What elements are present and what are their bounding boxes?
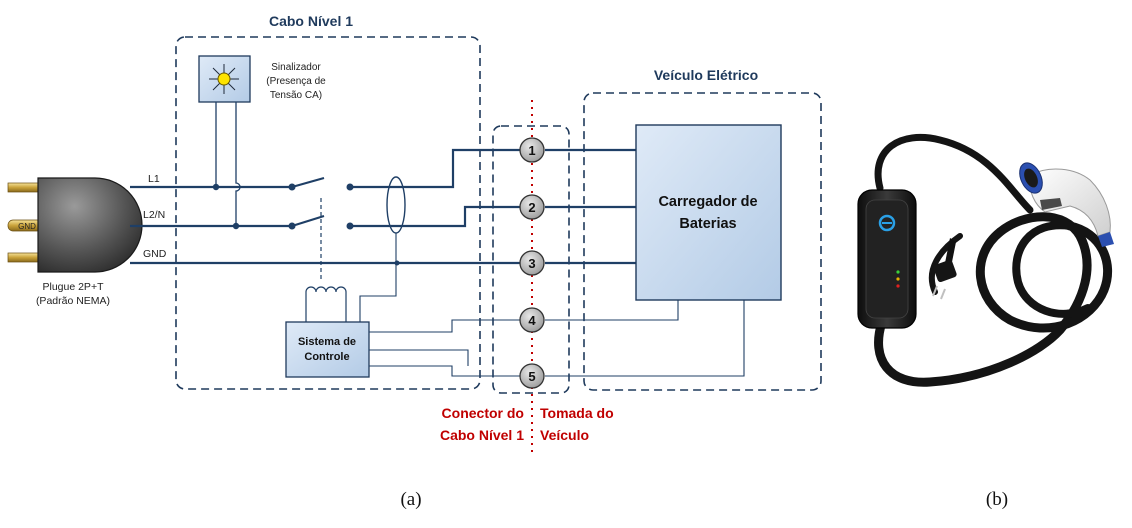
svg-text:2: 2 [528,200,535,215]
current-sensor [386,176,406,234]
plug-label-2: (Padrão NEMA) [36,295,110,307]
svg-text:5: 5 [528,369,535,384]
line-label-gnd: GND [143,248,167,260]
junction-dots [212,183,400,266]
pin-1: 1 [519,137,545,163]
status-leds [896,270,900,288]
vehicle-title: Veículo Elétrico [654,67,758,83]
vehicle-connector-icon [1019,162,1114,247]
svg-text:4: 4 [528,313,536,328]
signal-wires [369,300,745,377]
inlet-label-2: Veículo [540,427,589,443]
cable-boundary [175,36,481,390]
control-label-2: Controle [304,351,349,363]
line-label-l2n: L2/N [143,209,165,221]
connector-label-2: Cabo Nível 1 [440,427,524,443]
lamp-icon [209,64,239,94]
power-wires [130,148,636,265]
inlet-label-1: Tomada do [540,405,614,421]
pin-4: 4 [519,307,545,333]
lamp-wires [215,102,241,226]
signal-label-1: Sinalizador [271,62,321,73]
signal-label-2: (Presença de [266,76,326,87]
charger-label-1: Carregador de [658,194,757,210]
pin-5: 5 [519,363,545,389]
vehicle-boundary [583,92,822,391]
charger-box [635,124,782,301]
charging-cable-image [857,133,1114,387]
control-box [285,321,370,378]
plug-icon [7,177,143,273]
cable-title: Cabo Nível 1 [269,13,353,29]
plug-label-1: Plugue 2P+T [42,281,104,293]
caption-b: (b) [986,489,1008,510]
pin-2: 2 [519,194,545,220]
svg-text:1: 1 [528,143,535,158]
line-label-l1: L1 [148,173,160,185]
pin-3: 3 [519,250,545,276]
connector-label-1: Conector do [442,405,524,421]
caption-a: (a) [400,489,421,510]
brand-logo-icon [878,214,896,232]
gnd-pin-label: GND [18,222,36,231]
signal-label-3: Tensão CA) [270,90,322,101]
relay-coil-icon [305,286,347,322]
nema-plug-icon [932,238,957,300]
connector-boundary [492,125,570,394]
charger-label-2: Baterias [679,216,736,232]
svg-text:3: 3 [528,256,535,271]
control-label-1: Sistema de [298,336,356,348]
